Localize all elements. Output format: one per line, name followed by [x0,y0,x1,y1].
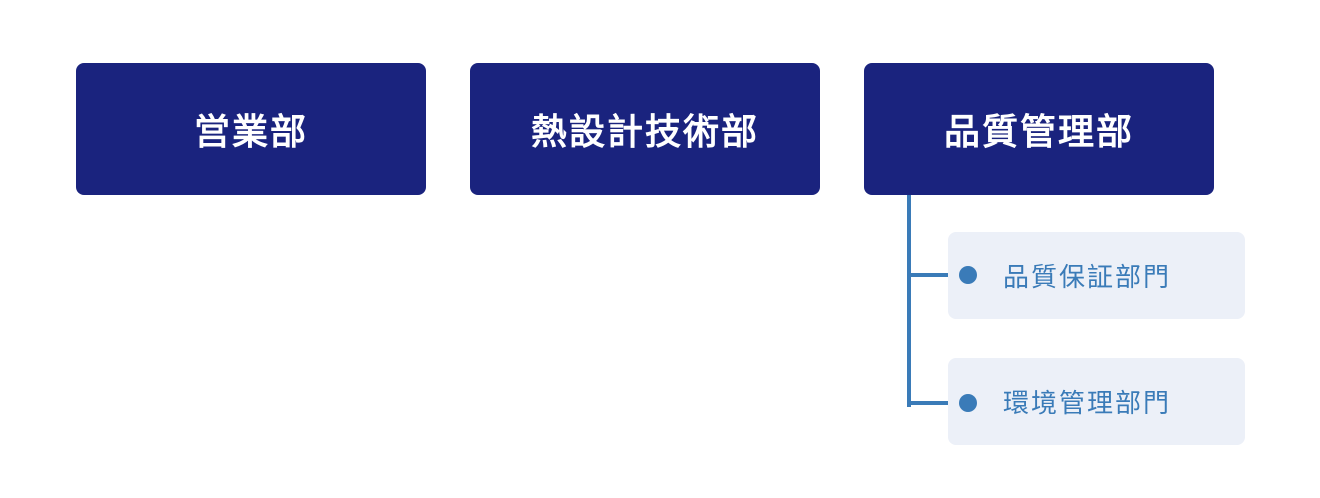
subunit-box-environmental-management: 環境管理部門 [948,358,1245,445]
department-label: 品質管理部 [943,112,1134,153]
connector-vertical-line [907,195,911,407]
department-label: 営業部 [193,112,308,153]
connector-branch-line [907,401,967,405]
department-box-quality-control: 品質管理部 [864,63,1214,195]
connector-branch-line [907,273,967,277]
department-box-thermal-engineering: 熱設計技術部 [470,63,820,195]
department-box-sales: 営業部 [76,63,426,195]
connector-dot [959,266,977,284]
subunit-label: 環境管理部門 [1003,389,1172,419]
subunit-label: 品質保証部門 [1003,263,1172,293]
subunit-box-quality-assurance: 品質保証部門 [948,232,1245,319]
department-label: 熱設計技術部 [530,112,759,153]
connector-dot [959,394,977,412]
